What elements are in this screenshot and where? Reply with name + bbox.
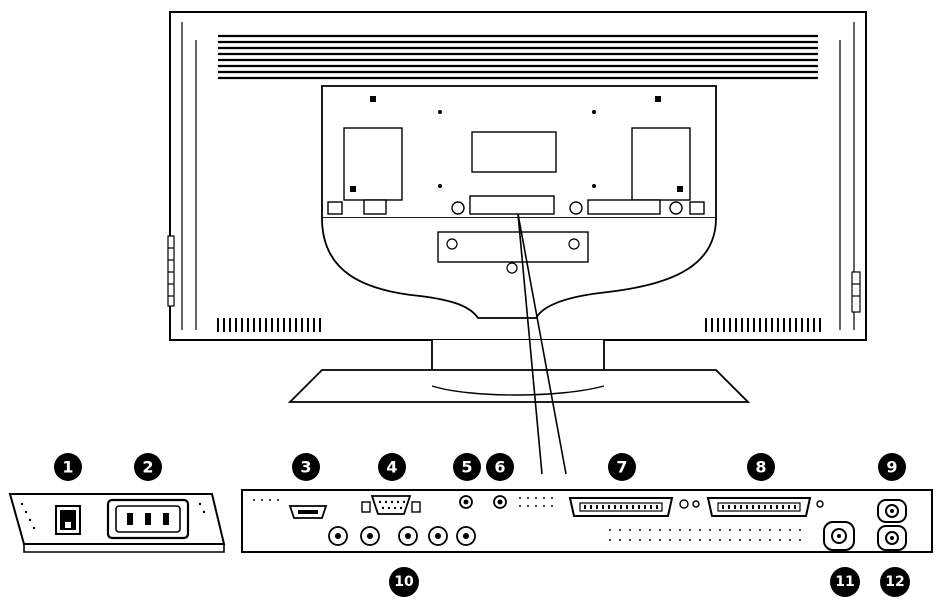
callout-badges: 1 2 3 4 5 6 7 8 xyxy=(54,453,910,597)
callout-5: 5 xyxy=(453,453,481,481)
callout-9-label: 9 xyxy=(886,458,897,477)
callout-12: 12 xyxy=(880,567,910,597)
callout-3-label: 3 xyxy=(300,458,311,477)
power-panel-dots xyxy=(20,502,206,530)
callout-6-label: 6 xyxy=(494,458,505,477)
tv-rear-connector-strip xyxy=(327,195,705,215)
tv-top-vent-grille xyxy=(218,34,818,80)
power-switch xyxy=(55,505,81,535)
hdmi-port xyxy=(288,505,328,519)
ac-power-inlet xyxy=(106,498,190,540)
vga-port xyxy=(361,495,421,515)
scart-port-2 xyxy=(706,497,812,517)
audio-jack-5 xyxy=(459,495,473,509)
callout-2: 2 xyxy=(134,453,162,481)
tv-bottom-left-vent xyxy=(217,318,321,332)
callout-8: 8 xyxy=(747,453,775,481)
callout-12-label: 12 xyxy=(885,574,904,590)
power-panel-closeup xyxy=(8,493,226,553)
tv-right-side-buttons xyxy=(851,271,861,313)
callout-7-label: 7 xyxy=(616,458,627,477)
tv-left-bezel xyxy=(181,22,197,330)
callout-5-label: 5 xyxy=(461,458,472,477)
callout-4: 4 xyxy=(378,453,406,481)
callout-6: 6 xyxy=(486,453,514,481)
callout-4-label: 4 xyxy=(386,458,397,477)
audio-jack-6 xyxy=(493,495,507,509)
connector-panel-closeup xyxy=(241,489,933,553)
tv-stand-neck xyxy=(321,217,717,319)
antenna-connector-11 xyxy=(823,521,855,551)
tv-stand-base xyxy=(287,369,751,403)
tv-bottom-right-vent xyxy=(705,318,821,332)
zoom-pointer-lines xyxy=(517,213,567,475)
callout-10: 10 xyxy=(389,567,419,597)
tv-rear-view xyxy=(167,11,867,403)
scart-port-1 xyxy=(568,497,674,517)
tv-left-side-buttons xyxy=(167,235,175,307)
callout-8-label: 8 xyxy=(755,458,766,477)
callout-2-label: 2 xyxy=(142,458,153,477)
callout-11: 11 xyxy=(830,567,860,597)
tv-center-label xyxy=(471,131,557,173)
callout-9: 9 xyxy=(878,453,906,481)
rca-jacks xyxy=(328,526,476,546)
callout-1-label: 1 xyxy=(62,458,73,477)
callout-3: 3 xyxy=(292,453,320,481)
callout-10-label: 10 xyxy=(394,574,414,590)
callout-11-label: 11 xyxy=(835,574,854,590)
antenna-connector-9 xyxy=(877,499,907,523)
tv-panel-screws xyxy=(350,96,683,192)
callout-7: 7 xyxy=(608,453,636,481)
tv-stand-bracket xyxy=(437,231,589,263)
callout-1: 1 xyxy=(54,453,82,481)
antenna-connector-12 xyxy=(877,525,907,551)
connector-panel-vent-dots xyxy=(253,497,801,541)
